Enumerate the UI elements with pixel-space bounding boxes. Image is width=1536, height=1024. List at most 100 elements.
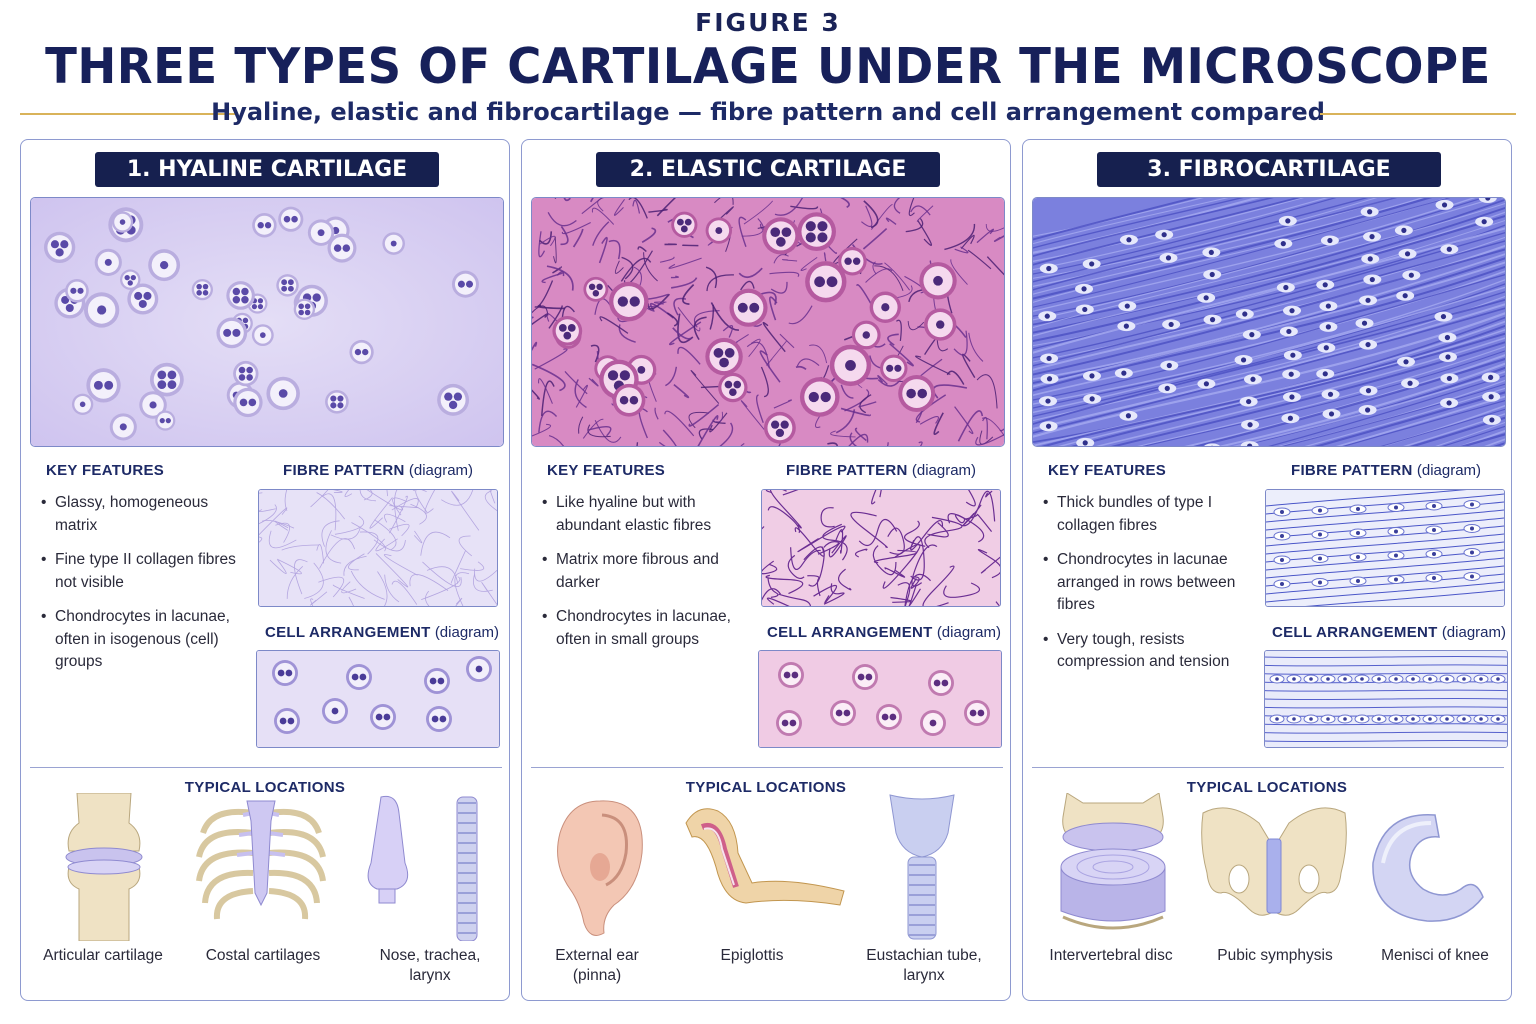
- chondrocyte-nucleus: [232, 296, 241, 304]
- elastic-fibre: [564, 371, 588, 395]
- chondrocyte-nucleus: [805, 232, 816, 243]
- chondrocyte-nucleus: [1356, 555, 1360, 559]
- chondrocyte-nucleus: [845, 360, 856, 371]
- chondrocyte-nucleus: [1446, 246, 1452, 252]
- collagen-fibre: [1266, 533, 1504, 555]
- chondrocyte-nucleus: [351, 673, 359, 681]
- elastic-fibre: [769, 490, 802, 529]
- typical-locations-heading: TYPICAL LOCATIONS: [184, 779, 346, 796]
- elastic-fibre: [871, 490, 882, 505]
- elastic-fibre: [790, 205, 819, 210]
- chondrocyte-nucleus: [1444, 334, 1451, 341]
- fibre-line: [259, 504, 277, 525]
- chondrocyte-nucleus: [1394, 529, 1398, 534]
- fibre-line: [321, 493, 337, 531]
- elastic-fibre: [957, 410, 984, 442]
- collagen-fibre: [1033, 198, 1451, 308]
- elastic-fibre: [840, 384, 854, 399]
- elastic-fibre: [578, 416, 584, 434]
- chondrocyte-nucleus: [719, 357, 729, 368]
- chondrocyte-nucleus: [1470, 526, 1474, 531]
- chondrocyte-nucleus: [1462, 677, 1466, 681]
- chondrocyte-nucleus: [431, 715, 439, 723]
- elastic-fibre: [976, 228, 994, 244]
- chondrocyte-nucleus: [165, 417, 171, 424]
- collagen-fibre: [1193, 357, 1505, 446]
- chondrocyte-nucleus: [684, 218, 692, 226]
- chondrocyte-nucleus: [1343, 677, 1347, 681]
- chondrocyte-nucleus: [1124, 303, 1130, 309]
- chondrocyte-nucleus: [713, 347, 724, 358]
- fibre-line: [394, 490, 415, 531]
- chondrocyte-nucleus: [1323, 345, 1329, 351]
- pelvis-icon: [1199, 793, 1349, 946]
- fibre-line: [344, 490, 353, 497]
- collagen-fibre: [1265, 655, 1507, 659]
- collagen-fibre: [1403, 413, 1505, 446]
- elastic-fibre: [740, 443, 745, 446]
- elastic-fibre: [822, 523, 848, 561]
- collagen-fibre: [1278, 379, 1505, 446]
- chondrocyte-nucleus: [862, 331, 871, 339]
- elastic-fibre: [532, 313, 549, 326]
- elastic-fibre: [759, 350, 781, 383]
- chondrocyte-nucleus: [232, 287, 241, 296]
- panel-elastic: 2. ELASTIC CARTILAGE KEY FEATURES Like h…: [521, 139, 1011, 1001]
- fibre-line: [341, 581, 357, 594]
- elastic-fibre: [922, 565, 955, 606]
- chondrocyte-nucleus: [933, 275, 943, 286]
- fibre-line: [276, 558, 302, 575]
- elastic-fibre: [697, 414, 719, 446]
- chondrocyte-nucleus: [1407, 380, 1413, 386]
- chondrocyte-nucleus: [1445, 354, 1451, 360]
- elastic-fibre: [861, 205, 873, 227]
- elastic-fibre: [710, 302, 739, 331]
- chondrocyte-nucleus: [1365, 388, 1372, 394]
- fibre-line: [454, 572, 470, 606]
- collagen-fibre: [1409, 416, 1505, 446]
- key-features-heading: KEY FEATURES: [1048, 462, 1167, 479]
- collagen-fibre: [1033, 211, 1505, 337]
- key-features-list: Thick bundles of type I collagen fibres …: [1041, 492, 1246, 686]
- chondrocyte-nucleus: [312, 293, 321, 302]
- elastic-fibre: [590, 344, 600, 363]
- chondrocyte-nucleus: [783, 671, 791, 679]
- chondrocyte-nucleus: [1488, 374, 1494, 380]
- chondrocyte-nucleus: [1394, 677, 1398, 681]
- hyaline-micrograph: [30, 197, 504, 447]
- chondrocyte-nucleus: [330, 395, 337, 402]
- key-features-list: Like hyaline but with abundant elastic f…: [540, 492, 745, 663]
- chondrocyte-nucleus: [149, 401, 157, 409]
- elastic-micrograph: [531, 197, 1005, 447]
- elastic-fibre: [581, 198, 603, 215]
- elastic-fibre: [755, 394, 764, 423]
- elastic-fibre: [592, 221, 610, 246]
- chondrocyte-nucleus: [390, 240, 397, 247]
- collagen-fibre: [1033, 214, 1505, 343]
- chondrocyte-nucleus: [241, 287, 249, 296]
- fibre-line: [450, 550, 466, 584]
- fibre-line: [474, 568, 497, 582]
- elastic-fibre: [614, 260, 624, 274]
- collagen-fibre: [1380, 408, 1505, 446]
- chondrocyte-nucleus: [1280, 534, 1284, 538]
- collagen-fibre: [1265, 731, 1507, 734]
- elastic-fibre: [910, 576, 920, 589]
- chondrocyte-nucleus: [342, 244, 351, 252]
- cell-arrangement-label: CELL ARRANGEMENT (diagram): [1272, 624, 1506, 641]
- elastic-fibre: [953, 330, 968, 356]
- elastic-fibre: [719, 422, 734, 446]
- chondrocyte-nucleus: [1322, 282, 1328, 288]
- collagen-fibre: [1033, 198, 1369, 283]
- chondrocyte-nucleus: [1470, 574, 1474, 579]
- chondrocyte-nucleus: [1445, 677, 1449, 681]
- elastic-fibre: [709, 412, 728, 433]
- chondrocyte-nucleus: [808, 391, 819, 403]
- elastic-fibre: [620, 257, 652, 282]
- chondrocyte-nucleus: [1365, 341, 1371, 348]
- fibre-line: [259, 508, 276, 513]
- elastic-fibre: [656, 198, 676, 217]
- collagen-fibre: [1033, 198, 1302, 266]
- elastic-fibre: [673, 384, 690, 399]
- elastic-fibre: [963, 513, 993, 533]
